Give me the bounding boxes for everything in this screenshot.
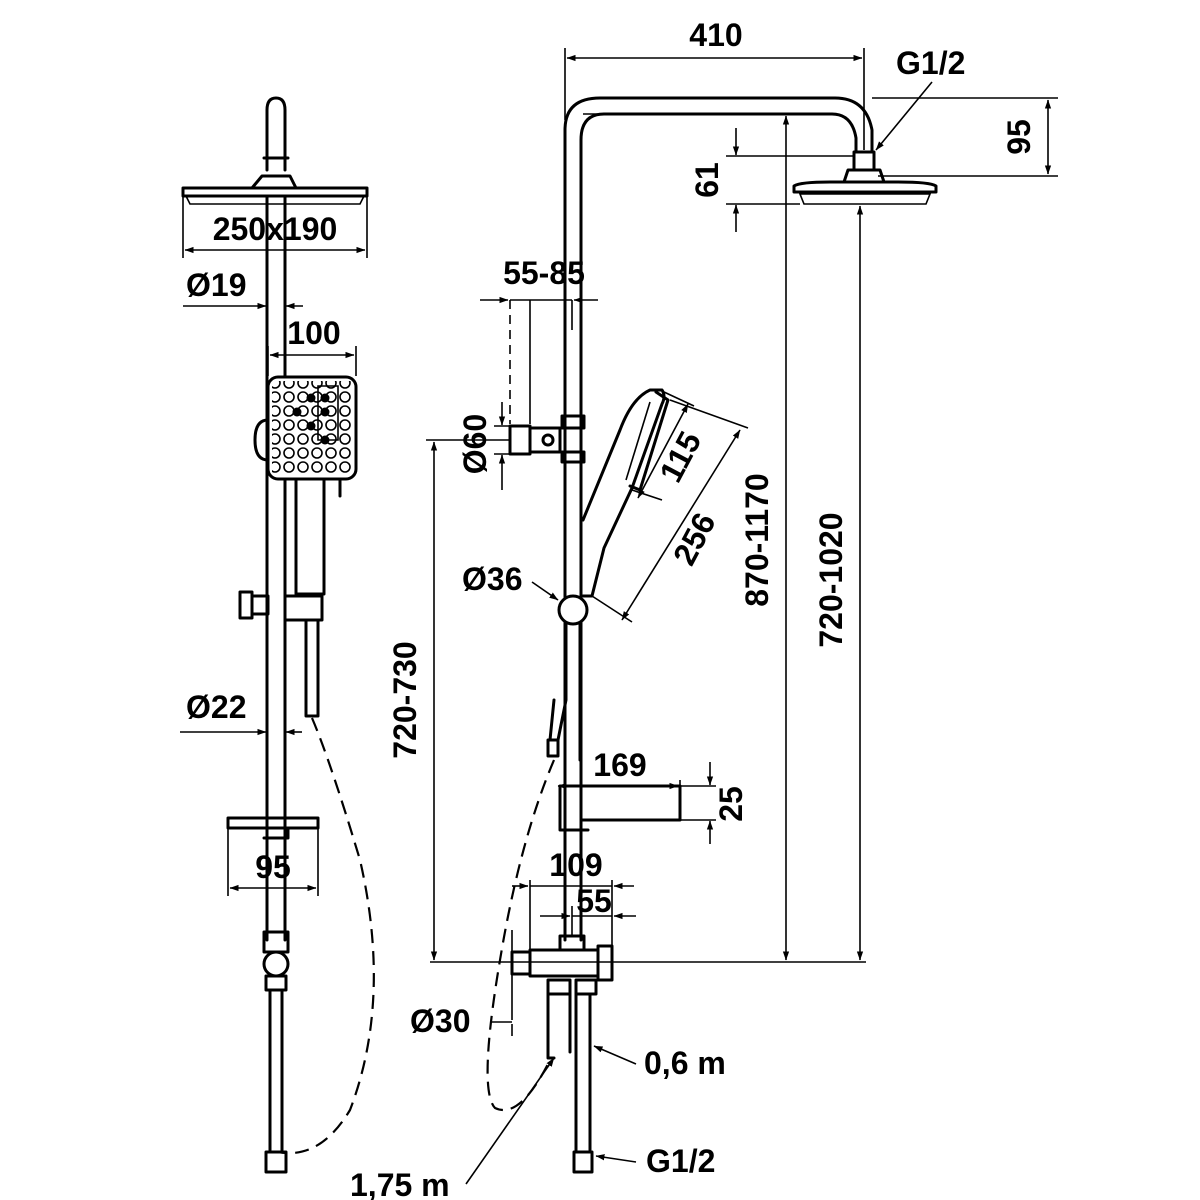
slider-holder	[238, 590, 324, 718]
thermostatic-valve	[510, 934, 614, 1174]
front-view: 250x190 Ø19 100 Ø22 95	[180, 96, 375, 1174]
label-total-height: 870-1170	[739, 473, 775, 606]
handshower-front	[253, 375, 358, 596]
lower-hose-connector	[262, 930, 290, 1174]
label-head-drop: 95	[1001, 119, 1037, 155]
dim-handshower-width: 100	[267, 315, 357, 376]
dim-head-drop: 95	[872, 97, 1058, 177]
side-view: 410 G1/2 95 61 55-85	[350, 17, 1058, 1200]
dim-head-height-range: 720-1020	[813, 205, 864, 961]
joint-ball	[557, 594, 589, 626]
handshower-grip	[294, 477, 326, 596]
dim-spout-height: 25	[680, 762, 749, 844]
label-handshower-length: 256	[666, 507, 723, 571]
rain-shower-head	[181, 186, 369, 205]
soap-shelf	[226, 816, 320, 840]
head-swivel	[852, 150, 876, 172]
dim-total-height: 870-1170	[430, 113, 866, 963]
top-pipe-stub	[265, 96, 287, 172]
label-pipe-top-diameter: Ø19	[186, 267, 246, 303]
riser-pipe	[265, 194, 287, 942]
label-joint-diameter: Ø36	[462, 561, 522, 597]
dim-handshower-length: 256	[591, 399, 749, 623]
head-connector	[250, 156, 298, 190]
label-valve-diameter: Ø30	[410, 1003, 470, 1039]
holder-clamp	[508, 414, 586, 464]
label-supply-pipe-length: 0,6 m	[644, 1045, 726, 1081]
riser-arm-outer	[563, 96, 874, 942]
dim-shelf-width: 95	[227, 828, 319, 896]
dim-valve-centre: 55	[540, 883, 636, 936]
label-spout-height: 25	[713, 786, 749, 822]
dim-pipe-diameter: Ø22	[180, 689, 302, 736]
label-head-size: 250x190	[213, 211, 338, 247]
label-holder-height: 720-730	[387, 641, 423, 758]
flexible-hose	[277, 717, 375, 1155]
dim-arm-reach: 410	[564, 17, 865, 150]
label-handshower-width: 100	[287, 315, 340, 351]
label-spout-length: 169	[593, 747, 646, 783]
label-valve-centre: 55	[576, 883, 612, 919]
label-head-height: 61	[689, 162, 725, 198]
dim-supply-thread: G1/2	[595, 1143, 715, 1179]
handshower-button	[253, 418, 270, 462]
dim-valve-diameter: Ø30	[410, 930, 513, 1039]
label-arm-reach: 410	[689, 17, 742, 53]
label-head-connection-thread: G1/2	[896, 45, 965, 81]
label-handshower-head-length: 115	[652, 426, 708, 488]
dim-supply-pipe-length: 0,6 m	[593, 1045, 726, 1081]
dim-head-connection-thread: G1/2	[875, 45, 965, 151]
dim-holder-diameter: Ø60	[457, 402, 510, 490]
label-holder-adjust: 55-85	[503, 255, 585, 291]
dim-head-size: 250x190	[182, 196, 368, 258]
label-holder-diameter: Ø60	[457, 414, 493, 474]
label-supply-thread: G1/2	[646, 1143, 715, 1179]
side-flexible-hose	[486, 759, 556, 1112]
dim-holder-adjust: 55-85	[480, 255, 598, 424]
label-head-height-range: 720-1020	[813, 512, 849, 647]
dim-hose-length: 1,75 m	[350, 1057, 555, 1200]
dim-spout-length: 169	[557, 747, 681, 790]
dim-pipe-top-diameter: Ø19	[183, 267, 303, 310]
label-pipe-diameter: Ø22	[186, 689, 246, 725]
dim-valve-width: 109	[512, 847, 634, 950]
label-shelf-width: 95	[255, 849, 291, 885]
label-hose-length: 1,75 m	[350, 1167, 450, 1200]
shelf-side	[558, 784, 682, 832]
rain-head-side	[792, 180, 938, 205]
dim-joint-diameter: Ø36	[462, 561, 559, 601]
dim-head-height: 61	[689, 128, 854, 232]
dim-holder-height: 720-730	[387, 439, 510, 961]
label-valve-width: 109	[549, 847, 602, 883]
